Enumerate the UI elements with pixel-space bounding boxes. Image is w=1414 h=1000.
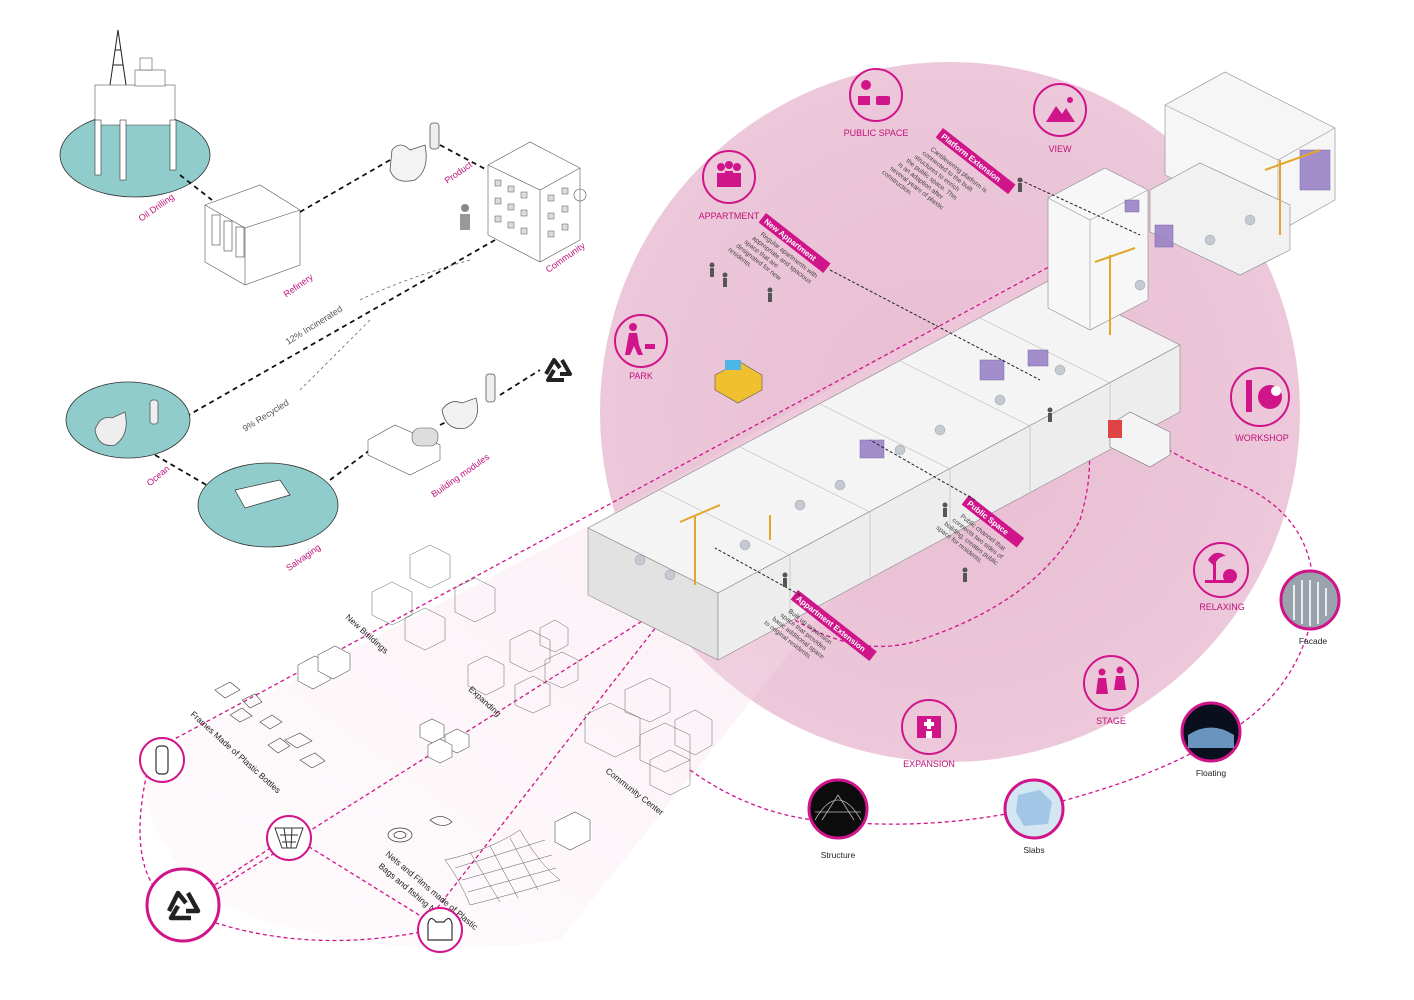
leader-apartment bbox=[829, 269, 1041, 381]
workshop-icon bbox=[1246, 380, 1282, 412]
label-ocean: Ocean bbox=[145, 463, 172, 488]
microphone-icon bbox=[861, 80, 871, 90]
delivery-truck-icon bbox=[1108, 411, 1171, 468]
net-node[interactable] bbox=[266, 815, 312, 861]
flow-refinery-product bbox=[299, 159, 391, 213]
ocean-water bbox=[65, 381, 191, 459]
mountain-view-icon bbox=[1046, 106, 1075, 122]
dancers-icon bbox=[1096, 666, 1126, 694]
group-icon bbox=[717, 161, 741, 187]
label-expansion: EXPANSION bbox=[903, 759, 955, 769]
label-product: Product bbox=[443, 159, 475, 185]
label-slabs: Slabs bbox=[1023, 845, 1044, 855]
modules-bag-icon bbox=[441, 373, 496, 429]
leader-expansion bbox=[714, 547, 801, 596]
yellow-vehicle-icon bbox=[714, 360, 763, 404]
label-salvaging: Salvaging bbox=[284, 542, 322, 573]
function-relaxing[interactable]: RELAXING bbox=[1193, 542, 1249, 612]
label-refinery: Refinery bbox=[282, 272, 316, 300]
label-facade: Facade bbox=[1299, 636, 1328, 646]
function-expansion[interactable]: EXPANSION bbox=[901, 699, 957, 769]
leader-platform bbox=[1019, 179, 1141, 236]
label-public-space: PUBLIC SPACE bbox=[844, 128, 909, 138]
salvaging-water bbox=[197, 462, 339, 548]
recycling-loop bbox=[139, 759, 441, 942]
bottle-node[interactable] bbox=[139, 737, 185, 783]
bottle-icon bbox=[155, 745, 169, 775]
label-structure: Structure bbox=[821, 850, 856, 860]
boat-icon bbox=[234, 479, 291, 509]
bag-node[interactable] bbox=[417, 907, 463, 953]
hospital-icon bbox=[917, 716, 941, 738]
oil-rig-icon bbox=[94, 29, 177, 181]
leader-public bbox=[869, 439, 976, 501]
flow-incinerated bbox=[359, 259, 471, 301]
function-park[interactable]: PARK bbox=[614, 314, 668, 381]
net-sheet-icon bbox=[444, 829, 561, 906]
building-complex bbox=[587, 71, 1336, 661]
community-building-icon bbox=[460, 141, 587, 263]
function-workshop[interactable]: WORKSHOP bbox=[1230, 367, 1290, 443]
flow-modules-recycle bbox=[499, 369, 541, 396]
flow-community-ocean bbox=[179, 239, 496, 421]
label-floating: Floating bbox=[1196, 768, 1227, 778]
label-appartment: APPARTMENT bbox=[699, 211, 760, 221]
bag-icon bbox=[427, 917, 453, 941]
recycle-icon bbox=[544, 358, 572, 382]
material-facade[interactable]: Facade bbox=[1279, 569, 1341, 646]
plastic-flow-diagram: Oil Drilling Refinery Product bbox=[59, 29, 587, 573]
function-stage[interactable]: STAGE bbox=[1083, 655, 1139, 726]
ocean-bottle-icon bbox=[149, 399, 159, 425]
module-wireframes bbox=[214, 544, 713, 906]
recycle-icon-large bbox=[166, 890, 201, 921]
palm-relax-icon bbox=[1205, 552, 1237, 583]
function-public-space[interactable]: PUBLIC SPACE bbox=[844, 68, 909, 138]
mid-block bbox=[1149, 162, 1291, 276]
oil-rig-water bbox=[59, 112, 211, 198]
recycle-node[interactable] bbox=[145, 867, 221, 943]
flow-recycled bbox=[299, 319, 371, 391]
plastic-bag-icon bbox=[389, 122, 440, 182]
material-floating[interactable]: Floating bbox=[1180, 701, 1242, 778]
people-figures bbox=[709, 177, 1053, 587]
label-relaxing: RELAXING bbox=[1199, 602, 1245, 612]
loop-link-1 bbox=[179, 834, 441, 929]
park-dog-icon bbox=[625, 323, 655, 355]
function-appartment[interactable]: APPARTMENT bbox=[699, 150, 760, 221]
label-park: PARK bbox=[629, 371, 653, 381]
label-incinerated: 12% Incinerated bbox=[284, 304, 344, 347]
label-workshop: WORKSHOP bbox=[1235, 433, 1289, 443]
bar-side bbox=[717, 344, 1181, 661]
flow-ocean-salvaging bbox=[154, 454, 216, 491]
truck-icon bbox=[367, 424, 441, 476]
flow-rig-refinery bbox=[179, 174, 213, 201]
ocean-bag-icon bbox=[94, 411, 127, 446]
flow-salvage-truck bbox=[329, 449, 371, 481]
tower bbox=[1047, 167, 1149, 331]
material-slabs[interactable]: Slabs bbox=[1003, 778, 1065, 855]
material-structure[interactable]: Structure bbox=[807, 778, 869, 860]
label-recycled: 9% Recycled bbox=[241, 397, 291, 433]
refinery-icon bbox=[204, 184, 301, 286]
label-stage: STAGE bbox=[1096, 716, 1126, 726]
function-view[interactable]: VIEW bbox=[1033, 83, 1087, 154]
net-icon bbox=[274, 827, 304, 849]
label-view: VIEW bbox=[1048, 144, 1072, 154]
